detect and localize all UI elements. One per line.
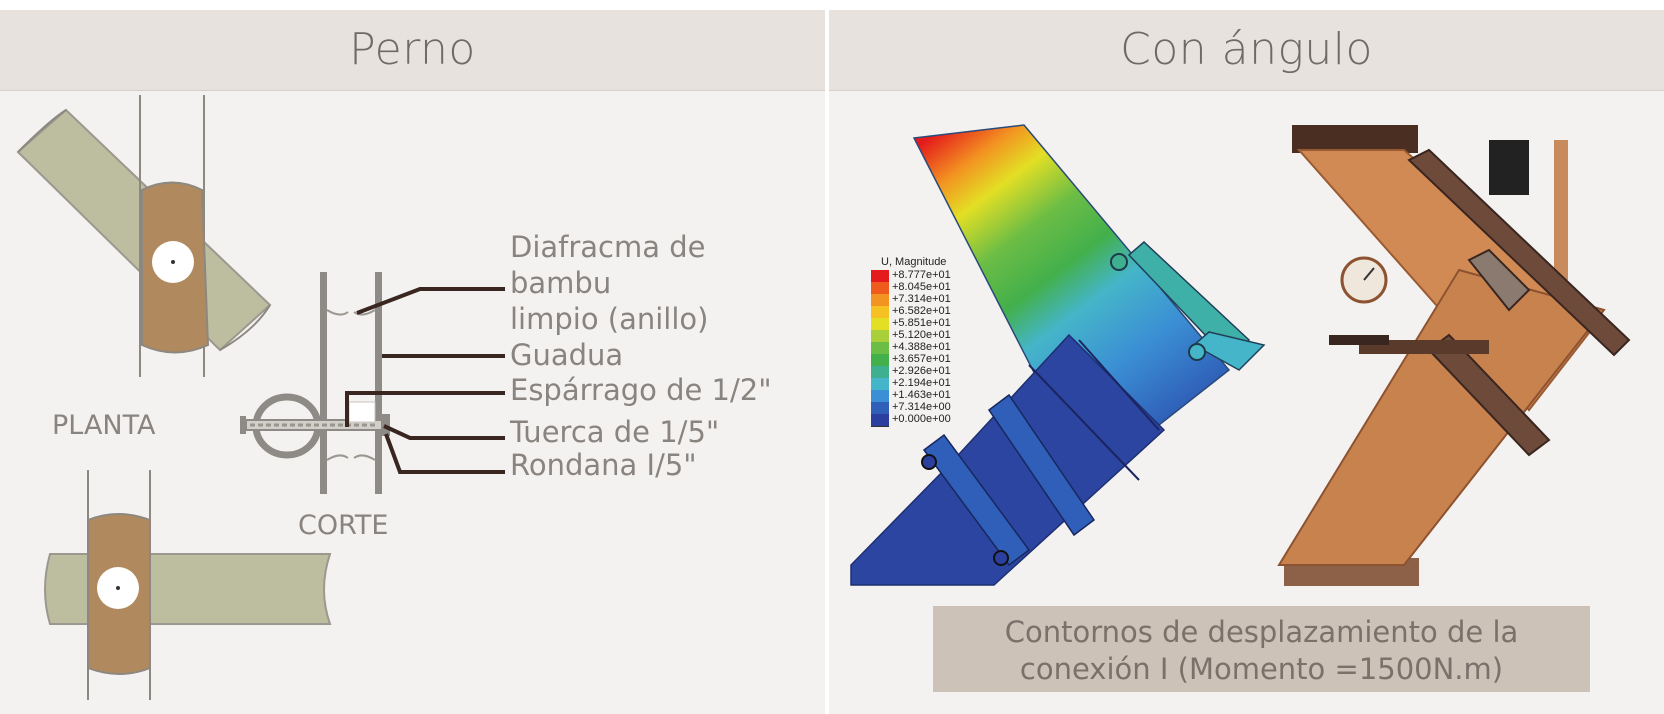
left-panel-title: Perno — [349, 24, 476, 75]
legend-item: +2.194e+01 — [871, 377, 1001, 391]
physical-test-photo — [1277, 125, 1631, 586]
legend-value: +8.045e+01 — [892, 281, 951, 293]
legend-item: +4.388e+01 — [871, 341, 1001, 355]
caption-line-2: conexión I (Momento =1500N.m) — [1019, 652, 1504, 686]
legend-value: +7.314e+01 — [892, 293, 951, 305]
legend-value: +2.194e+01 — [892, 377, 951, 389]
corte-label: CORTE — [298, 510, 389, 541]
caption-line-1: Contornos de desplazamiento de la — [1004, 615, 1519, 649]
legend-value: +1.463e+01 — [892, 389, 951, 401]
callout-guadua: Guadua — [510, 338, 624, 372]
fem-displacement-contour-model — [850, 124, 1266, 586]
legend-swatch — [871, 414, 889, 427]
legend-value: +5.120e+01 — [892, 329, 951, 341]
legend-value: +0.000e+00 — [892, 413, 951, 425]
callout-diafracma-line2: bambu — [510, 266, 612, 300]
corte-section-drawing — [240, 272, 505, 494]
left-panel: Perno PLANTA — [0, 10, 825, 714]
callout-diafracma-line3: limpio (anillo) — [510, 302, 709, 336]
legend-item: +8.045e+01 — [871, 281, 1001, 295]
legend-title: U, Magnitude — [881, 256, 947, 268]
callout-rondana: Rondana I/5" — [510, 448, 697, 482]
legend-value: +5.851e+01 — [892, 317, 951, 329]
callout-esparrago: Espárrago de 1/2" — [510, 373, 772, 407]
caption-box: Contornos de desplazamiento de la conexi… — [933, 606, 1590, 692]
legend-item: +6.582e+01 — [871, 305, 1001, 319]
right-panel: Con ángulo U, — [829, 10, 1664, 714]
legend-value: +2.926e+01 — [892, 365, 951, 377]
legend-value: +7.314e+00 — [892, 401, 951, 413]
planta-diagonal-joint-drawing — [16, 95, 272, 377]
legend-value: +3.657e+01 — [892, 353, 951, 365]
legend-value: +6.582e+01 — [892, 305, 951, 317]
right-panel-header: Con ángulo — [829, 10, 1664, 91]
legend-item: +5.120e+01 — [871, 329, 1001, 343]
legend-item: +8.777e+01 — [871, 269, 1001, 283]
planta-label: PLANTA — [52, 410, 156, 441]
legend-value: +8.777e+01 — [892, 269, 951, 281]
legend-item: +0.000e+00 — [871, 413, 1001, 427]
left-panel-header: Perno — [0, 10, 825, 91]
legend-value: +4.388e+01 — [892, 341, 951, 353]
planta-perpendicular-joint-drawing — [44, 470, 332, 700]
callout-tuerca: Tuerca de 1/5" — [510, 415, 720, 449]
callout-diafracma-line1: Diafracma de — [510, 230, 706, 264]
caption-text: Contornos de desplazamiento de la conexi… — [933, 614, 1590, 688]
right-panel-title: Con ángulo — [1120, 24, 1373, 75]
